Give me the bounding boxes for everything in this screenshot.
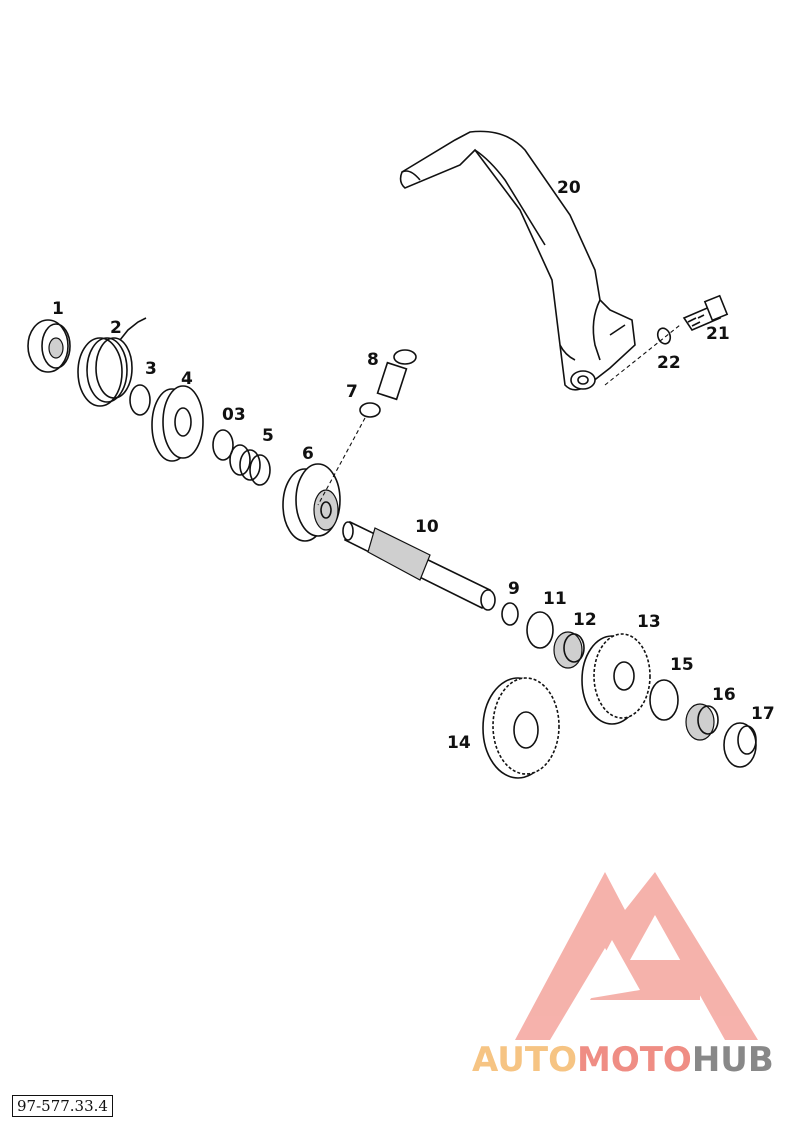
part-10-shaft — [342, 520, 496, 611]
callout-label: 11 — [543, 589, 567, 609]
part-1-bushing — [27, 319, 71, 373]
callout-label: 17 — [751, 704, 775, 724]
callout-label: 12 — [573, 610, 597, 630]
part-2-spring — [77, 317, 147, 407]
callout-label: 21 — [706, 324, 730, 344]
callout-label: 2 — [110, 318, 122, 338]
part-13-gear — [581, 633, 651, 725]
part-3-circlip — [129, 384, 151, 416]
callout-label: 8 — [367, 350, 379, 370]
callout-label: 7 — [346, 382, 358, 402]
assembly-line-pin — [317, 417, 366, 506]
part-12-bearing — [553, 631, 585, 669]
part-17-bushing — [723, 722, 757, 768]
part-6-ratchet — [282, 463, 341, 542]
part-9-ring — [501, 602, 519, 626]
part-11-washer — [526, 611, 554, 649]
callout-label: 16 — [712, 685, 736, 705]
callout-label: 10 — [415, 517, 439, 537]
callout-label: 13 — [637, 612, 661, 632]
callout-label: 14 — [447, 733, 471, 753]
reference-code: 97-577.33.4 — [12, 1095, 113, 1117]
logo-word-auto: AUTO — [472, 1040, 577, 1080]
callout-label: 15 — [670, 655, 694, 675]
callout-label: 22 — [657, 353, 681, 373]
logo-word-moto: MOTO — [576, 1040, 692, 1080]
callout-label: 9 — [508, 579, 520, 599]
part-16-bearing — [685, 703, 719, 741]
part-14-gear — [482, 677, 560, 779]
lever-bolt — [682, 294, 729, 331]
callout-label: 4 — [181, 369, 193, 389]
callout-label: 1 — [52, 299, 64, 319]
part-7-washer — [359, 402, 381, 418]
callout-label: 3 — [145, 359, 157, 379]
part-03-ring — [212, 429, 234, 461]
callout-label: 03 — [222, 405, 246, 425]
part-8-pin — [376, 349, 417, 401]
callout-label: 5 — [262, 426, 274, 446]
part-5-spring — [229, 444, 271, 486]
automotohub-logo-text: AUTOMOTOHUB — [472, 1040, 774, 1080]
callout-label: 20 — [557, 178, 581, 198]
kickstart-lever — [399, 130, 636, 391]
part-4-disc — [151, 385, 204, 462]
part-15-washer — [649, 679, 679, 721]
automotohub-logo-mark — [515, 872, 758, 1040]
callout-label: 6 — [302, 444, 314, 464]
lever-washer — [656, 327, 672, 345]
assembly-line-lever — [604, 324, 681, 386]
logo-word-hub: HUB — [691, 1040, 774, 1080]
